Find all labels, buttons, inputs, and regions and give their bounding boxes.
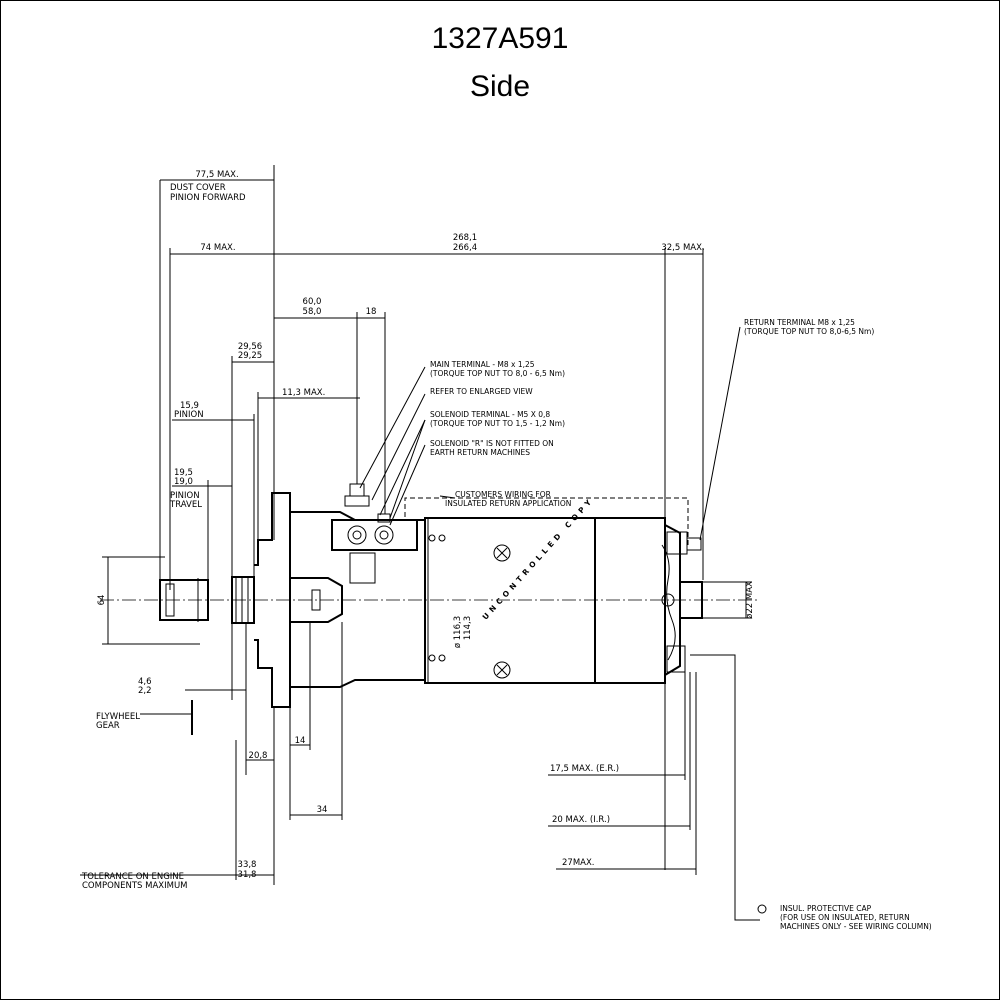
dim-19-0: 19,0 — [174, 477, 193, 487]
dim-15-9: 15,9 — [180, 401, 199, 411]
dim-74-max: 74 MAX. — [200, 243, 235, 253]
dim-overall-lower: 266,4 — [453, 243, 477, 253]
note-solenoid-terminal-1: SOLENOID TERMINAL - M5 X 0,8 — [430, 410, 550, 419]
note-solenoid-r-2: EARTH RETURN MACHINES — [430, 448, 530, 457]
dim-33-8: 33,8 — [238, 860, 257, 870]
note-main-terminal-1: MAIN TERMINAL - M8 x 1,25 — [430, 360, 535, 369]
label-pinion: PINION — [174, 410, 204, 420]
note-main-terminal-2: (TORQUE TOP NUT TO 8,0 - 6,5 Nm) — [430, 369, 565, 378]
note-return-terminal-1: RETURN TERMINAL M8 x 1,25 — [744, 318, 855, 327]
note-refer-enlarged: REFER TO ENLARGED VIEW — [430, 387, 533, 396]
dim-18: 18 — [366, 307, 377, 317]
dim-overall-upper: 268,1 — [453, 233, 477, 243]
label-tolerance-2: COMPONENTS MAXIMUM — [82, 881, 188, 891]
label-tolerance-1: TOLERANCE ON ENGINE — [81, 872, 184, 882]
part-number-title: 1327A591 — [431, 22, 569, 55]
note-insul-cap-3: MACHINES ONLY - SEE WIRING COLUMN) — [780, 922, 932, 931]
note-insul-cap-1: INSUL. PROTECTIVE CAP — [780, 904, 872, 913]
dim-27-max: 27MAX. — [562, 858, 595, 868]
dim-32-5-max: 32,5 MAX. — [661, 243, 704, 253]
solenoid-terminals — [331, 470, 418, 551]
dim-29-56: 29,56 — [238, 342, 262, 352]
note-customer-wiring-2: INSULATED RETURN APPLICATION — [445, 499, 571, 508]
note-solenoid-r-1: SOLENOID "R" IS NOT FITTED ON — [430, 439, 554, 448]
dim-29-25: 29,25 — [238, 351, 262, 361]
view-subtitle: Side — [469, 70, 531, 103]
dim-31-8: 31,8 — [238, 870, 257, 880]
note-customer-wiring-1: CUSTOMERS WIRING FOR — [455, 490, 551, 499]
dim-20-8: 20,8 — [249, 751, 268, 761]
watermark-text: UNCONTROLLED COPY — [481, 495, 596, 622]
dim-ir: 20 MAX. (I.R.) — [552, 815, 610, 825]
dim-4-6: 4,6 — [138, 677, 152, 687]
label-dust-cover: DUST COVER — [170, 183, 226, 193]
dim-dia-22-max: ø22 MAX — [745, 581, 755, 619]
dim-2-2: 2,2 — [138, 686, 152, 696]
customer-wiring-path — [404, 497, 689, 548]
note-insul-cap-2: (FOR USE ON INSULATED, RETURN — [780, 913, 910, 922]
dim-dia-114-3: 114,3 — [463, 616, 473, 640]
dim-14: 14 — [295, 736, 306, 746]
dim-34: 34 — [317, 805, 328, 815]
label-flywheel: FLYWHEEL — [96, 712, 140, 722]
note-return-terminal-2: (TORQUE TOP NUT TO 8,0-6,5 Nm) — [744, 327, 874, 336]
dim-11-3-max: 11,3 MAX. — [282, 388, 325, 398]
label-pinion-travel-2: TRAVEL — [169, 500, 202, 510]
label-gear: GEAR — [96, 721, 120, 731]
dim-64: 64 — [97, 595, 107, 606]
label-pinion-forward: PINION FORWARD — [170, 193, 246, 203]
dim-dust-cover-max: 77,5 MAX. — [195, 170, 238, 180]
dim-er: 17,5 MAX. (E.R.) — [550, 764, 619, 774]
dim-19-5: 19,5 — [174, 468, 193, 478]
dim-60: 60,0 — [303, 297, 322, 307]
note-solenoid-terminal-2: (TORQUE TOP NUT TO 1,5 - 1,2 Nm) — [430, 419, 565, 428]
dim-dia-116-3: ø 116,3 — [453, 616, 463, 648]
dim-58: 58,0 — [303, 307, 322, 317]
label-pinion-travel-1: PINION — [170, 491, 200, 501]
